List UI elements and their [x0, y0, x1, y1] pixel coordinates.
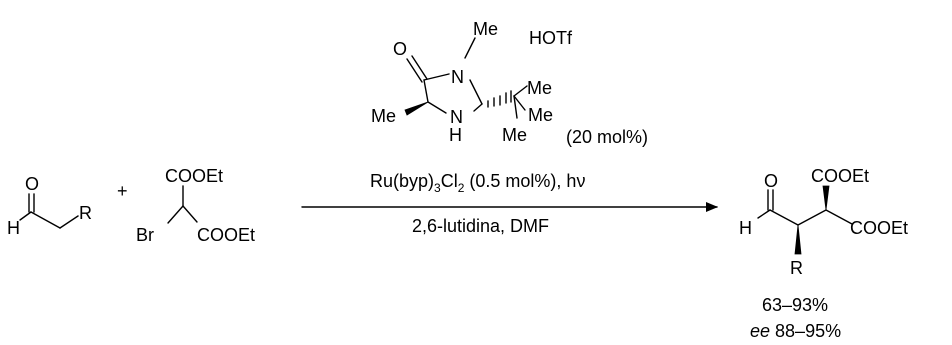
catalyst-tbu-methyl-2: Me	[528, 105, 553, 125]
aldehyde-h-label: H	[7, 218, 20, 238]
photocatalyst-conditions: Ru(byp)3Cl2 (0.5 mol%), hν	[370, 171, 585, 195]
catalyst-tbu-bond-2	[513, 95, 526, 111]
catalyst-tbu-bond-1	[513, 85, 528, 97]
catalyst-hashed-wedge	[487, 90, 512, 108]
catalyst-ring-bond-co-n	[423, 73, 450, 81]
aldehyde-c-c-bond	[30, 211, 61, 229]
catalyst-bold-wedge	[404, 101, 429, 116]
aldehyde-c-r-bond	[59, 215, 79, 229]
product-ester-right-label: COOEt	[850, 218, 908, 238]
aldehyde-reactant: O H R	[7, 174, 92, 238]
catalyst-carbonyl-bond-2	[411, 55, 428, 80]
catalyst-left-methyl-label: Me	[371, 106, 396, 126]
malonate-br-label: Br	[136, 225, 154, 245]
catalyst-n-methyl-bond	[464, 37, 476, 59]
product-oxygen-label: O	[764, 171, 778, 191]
catalyst-nh-h-label: H	[449, 125, 462, 145]
catalyst-loading-label: (20 mol%)	[566, 127, 648, 147]
product-ester-top-label: COOEt	[811, 166, 869, 186]
ee-label: ee 88–95%	[750, 321, 841, 341]
product-c1-c2-bond	[769, 209, 799, 226]
aldehyde-r-label: R	[79, 203, 92, 223]
product-c-h-bond	[757, 209, 771, 219]
product-wedge-r	[794, 224, 802, 255]
catalyst-n-label: N	[451, 67, 464, 87]
catalyst-ring-bond-nh-c5	[427, 101, 447, 114]
yield-label: 63–93%	[762, 295, 828, 315]
catalyst-ring-bond-n-c2	[469, 79, 483, 105]
catalyst-carbonyl-bond-1	[406, 58, 423, 83]
aldehyde-c-h-bond	[19, 211, 32, 221]
acid-label: HOTf	[529, 28, 573, 48]
bromomalonate-reactant: COOEt Br COOEt	[136, 166, 255, 245]
product-h-label: H	[739, 218, 752, 238]
base-solvent-conditions: 2,6-lutidina, DMF	[412, 216, 549, 236]
catalyst-n-methyl-label: Me	[473, 19, 498, 39]
malonate-ester-bottom-label: COOEt	[197, 225, 255, 245]
catalyst-nh-n-label: N	[450, 107, 463, 127]
catalyst-tbu-bond-3	[513, 95, 518, 119]
catalyst-tbu-methyl-1: Me	[527, 78, 552, 98]
organocatalyst-structure: O N Me N H Me Me Me Me HOTf (20 mol%)	[371, 19, 648, 147]
catalyst-tbu-methyl-3: Me	[502, 125, 527, 145]
catalyst-ring-bond-c5-co	[423, 79, 429, 103]
product-r-label: R	[790, 258, 803, 278]
plus-sign: +	[117, 181, 128, 201]
catalyst-oxygen-label: O	[393, 39, 407, 59]
catalyst-ring-bond-c2-nh	[473, 103, 483, 112]
product-structure: O H R COOEt COOEt	[739, 166, 908, 278]
malonate-br-bond	[167, 205, 184, 224]
aldehyde-oxygen-label: O	[25, 174, 39, 194]
malonate-ester-top-label: COOEt	[165, 166, 223, 186]
malonate-bottom-bond	[182, 205, 198, 223]
product-c2-c3-bond	[797, 209, 827, 226]
product-wedge-ester	[822, 185, 830, 211]
product-c3-ester-bond	[825, 209, 853, 225]
